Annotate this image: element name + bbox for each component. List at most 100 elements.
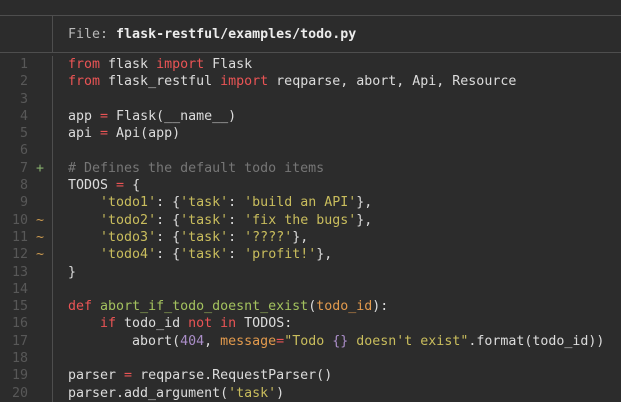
line-gutter: 20 <box>0 384 53 402</box>
diff-modified-marker: ~ <box>35 229 44 245</box>
code-text: 'todo1': {'task': 'build an API'}, <box>100 195 373 211</box>
code-text <box>53 142 68 159</box>
diff-marker-empty <box>28 73 52 90</box>
line-gutter: 14 <box>0 280 53 299</box>
code-line: 1 from flask import Flask <box>0 56 621 74</box>
line-gutter: 9 <box>0 194 53 212</box>
line-gutter: 11 ~ <box>0 228 53 247</box>
code-line: 12 ~ 'todo4': {'task': 'profit!'}, <box>0 246 621 264</box>
line-gutter: 13 <box>0 263 53 281</box>
line-gutter: 4 <box>0 107 53 126</box>
diff-added-marker: + <box>35 160 44 176</box>
line-number: 16 <box>11 316 28 332</box>
line-gutter: 5 <box>0 125 53 143</box>
line-number: 1 <box>19 57 28 72</box>
line-number: 19 <box>11 368 28 384</box>
diff-marker-empty <box>28 281 52 298</box>
diff-modified-marker: ~ <box>35 212 44 228</box>
code-line: 8 TODOS = { <box>0 177 621 195</box>
diff-marker-empty <box>28 264 52 281</box>
code-line: 18 <box>0 350 621 368</box>
top-rule <box>0 15 621 16</box>
code-line: 3 <box>0 90 621 108</box>
code-text: if todo_id not in TODOS: <box>100 316 293 332</box>
line-number: 4 <box>19 108 28 124</box>
line-gutter: 12 ~ <box>0 246 53 264</box>
code-text: def abort_if_todo_doesnt_exist(todo_id): <box>68 299 389 315</box>
code-text: from flask_restful import reqparse, abor… <box>68 74 517 90</box>
line-number: 6 <box>19 143 28 159</box>
code-line: 9 'todo1': {'task': 'build an API'}, <box>0 194 621 212</box>
line-number: 11 <box>11 229 28 245</box>
line-number: 14 <box>11 281 28 297</box>
line-gutter: 15 <box>0 298 53 316</box>
header-gutter <box>0 16 53 52</box>
diff-marker-empty <box>28 385 52 402</box>
diff-marker-empty <box>28 56 52 73</box>
code-line: 11 ~ 'todo3': {'task': '????'}, <box>0 228 621 247</box>
code-text: parser = reqparse.RequestParser() <box>68 368 333 384</box>
code-text: 'todo2': {'task': 'fix the bugs'}, <box>100 212 373 228</box>
code-text: TODOS = { <box>68 178 141 194</box>
top-margin <box>0 0 621 15</box>
code-line: 5 api = Api(app) <box>0 125 621 143</box>
line-gutter: 10 ~ <box>0 211 53 229</box>
code-line: 4 app = Flask(__name__) <box>0 107 621 126</box>
line-number: 20 <box>11 385 28 401</box>
code-line: 2 from flask_restful import reqparse, abo… <box>0 73 621 91</box>
file-header-text: File: flask-restful/examples/todo.py <box>53 27 356 42</box>
line-number: 10 <box>11 212 28 228</box>
diff-marker-empty <box>28 108 52 125</box>
line-number: 2 <box>19 74 28 90</box>
line-gutter: 17 <box>0 332 53 351</box>
code-text: # Defines the default todo items <box>68 160 325 176</box>
diff-marker-empty <box>28 194 52 211</box>
line-number: 5 <box>19 126 28 142</box>
line-gutter: 6 <box>0 142 53 160</box>
line-number: 8 <box>19 178 28 194</box>
diff-marker-empty <box>28 125 52 142</box>
line-gutter: 16 <box>0 315 53 333</box>
code-text: from flask import Flask <box>68 57 253 72</box>
diff-marker-empty <box>28 350 52 367</box>
code-text <box>53 91 68 108</box>
line-number: 7 <box>19 160 28 176</box>
line-number: 12 <box>11 247 28 263</box>
file-header: File: flask-restful/examples/todo.py <box>0 16 621 52</box>
file-path: flask-restful/examples/todo.py <box>116 26 357 42</box>
code-line: 19 parser = reqparse.RequestParser() <box>0 367 621 385</box>
line-number: 18 <box>11 351 28 367</box>
code-text: 'todo3': {'task': '????'}, <box>100 229 309 245</box>
line-number: 15 <box>11 299 28 315</box>
diff-modified-marker: ~ <box>35 247 44 263</box>
line-number: 13 <box>11 264 28 280</box>
diff-marker-empty <box>28 298 52 315</box>
code-line: 16 if todo_id not in TODOS: <box>0 315 621 333</box>
code-text <box>53 350 68 367</box>
code-line: 13} <box>0 263 621 281</box>
file-label: File: <box>68 26 117 42</box>
diff-marker-empty <box>28 315 52 332</box>
line-gutter: 3 <box>0 90 53 108</box>
line-number: 9 <box>19 195 28 211</box>
line-number: 3 <box>19 91 28 107</box>
code-text: api = Api(app) <box>68 126 181 142</box>
diff-marker-empty <box>28 142 52 159</box>
code-line: 7+# Defines the default todo items <box>0 159 621 178</box>
line-gutter: 8 <box>0 177 53 195</box>
code-text: 'todo4': {'task': 'profit!'}, <box>100 247 333 263</box>
code-area: 1 from flask import Flask 2 from flask_rest… <box>0 53 621 402</box>
line-gutter: 2 <box>0 73 53 91</box>
diff-marker-empty <box>28 177 52 194</box>
code-text: app = Flask(__name__) <box>68 108 237 124</box>
header-rule <box>0 52 621 53</box>
code-text: } <box>68 264 77 280</box>
code-text <box>53 281 68 298</box>
diff-marker-empty <box>28 91 52 108</box>
line-gutter: 18 <box>0 350 53 368</box>
code-line: 17 abort(404, message="Todo {} doesn't e… <box>0 332 621 351</box>
line-gutter: 7+ <box>0 159 53 178</box>
line-number: 17 <box>11 333 28 349</box>
